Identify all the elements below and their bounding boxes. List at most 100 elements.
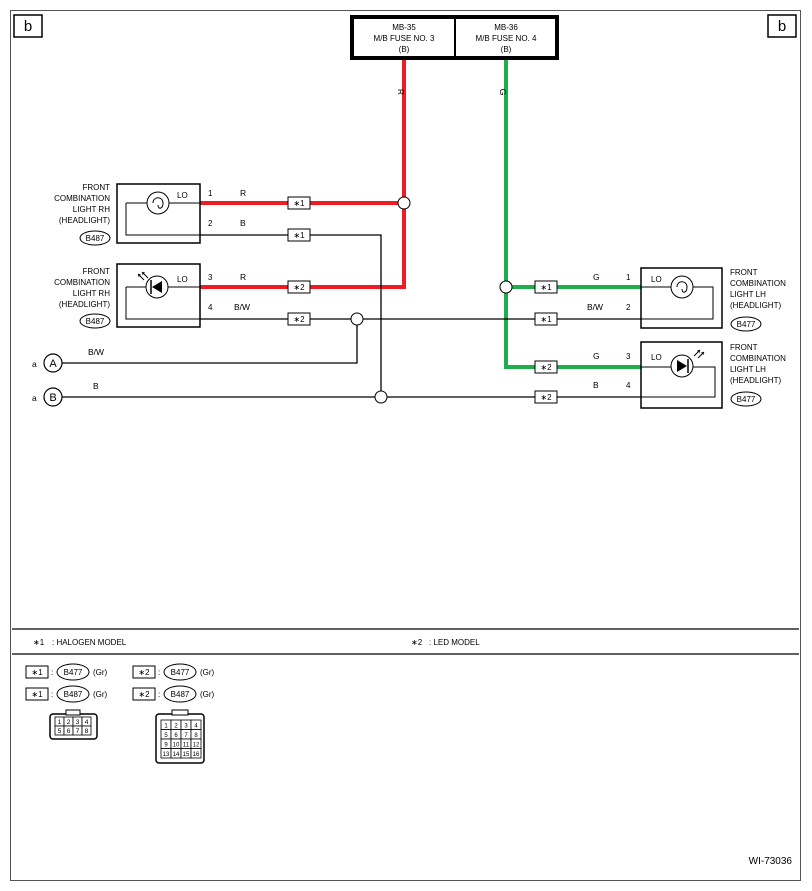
bulb-icon [670,275,694,299]
svg-text:LIGHT RH: LIGHT RH [73,205,110,214]
green-wire-group [504,60,641,369]
svg-text:∗1: ∗1 [540,315,552,324]
fuse-box: MB-35 M/B FUSE NO. 3 (B) MB-36 M/B FUSE … [350,15,559,60]
pin-rh-1: 1 [208,189,213,198]
connector-pin-number: 6 [174,733,178,739]
svg-text::: : [51,690,53,699]
svg-text:B477: B477 [64,668,83,677]
page-frame [10,10,801,881]
svg-text:∗2: ∗2 [540,393,552,402]
red-wire-group [200,60,406,289]
junction-green [499,280,513,294]
fuse-mb36-id: MB-36 [494,23,518,32]
connector-pin-number: 3 [76,719,80,726]
connector-pin-number: 4 [194,724,198,730]
svg-text:(HEADLIGHT): (HEADLIGHT) [59,300,110,309]
svg-text:COMBINATION: COMBINATION [54,278,110,287]
pin-lh-2: 2 [626,303,631,312]
terminal-a: a A [32,353,63,373]
wire-label-lh-pin4: B [593,380,599,390]
svg-text:B477: B477 [171,668,190,677]
svg-text:(Gr): (Gr) [93,690,108,699]
junction-bw [350,312,364,326]
wire-markers: ∗1 ∗1 ∗2 ∗2 ∗1 ∗1 ∗2 ∗2 [287,196,558,404]
wire-label-lh-pin1: G [593,272,600,282]
lh-led-lo-label: LO [651,353,662,362]
svg-text:LIGHT RH: LIGHT RH [73,289,110,298]
marker-rh-pin1: ∗1 [287,196,311,210]
svg-text:FRONT: FRONT [82,183,110,192]
connector-pin-number: 4 [85,719,89,726]
connector-pin-number: 8 [194,733,198,739]
marker-lh-pin1: ∗1 [534,280,558,294]
connector-pin-number: 5 [164,733,168,739]
svg-text:A: A [49,358,57,370]
wire-label-r-trunk: R [396,89,406,95]
corner-marker-left: b [13,14,43,38]
svg-text:∗2: ∗2 [293,315,305,324]
fuse-mb35-id: MB-35 [392,23,416,32]
lh-component-label: FRONT COMBINATION LIGHT LH (HEADLIGHT) B… [730,268,786,332]
pin-rh-4: 4 [208,303,213,312]
fuse-mb36-connector: (B) [501,45,512,54]
corner-marker-right: b [767,14,797,38]
wire-label-rh-pin3: R [240,272,246,282]
svg-text::: : [51,668,53,677]
connector-pin-number: 8 [85,728,89,735]
connector-pin-number: 5 [58,728,62,735]
svg-text:a: a [32,393,37,403]
connector-pin-number: 1 [58,719,62,726]
svg-text:∗2: ∗2 [138,668,150,677]
fuse-mb35-name: M/B FUSE NO. 3 [374,34,435,43]
wire-label-rh-pin2: B [240,218,246,228]
pin-lh-1: 1 [626,273,631,282]
svg-text:(Gr): (Gr) [93,668,108,677]
svg-text:(HEADLIGHT): (HEADLIGHT) [730,376,781,385]
lh-led-connector-b477: B477 [737,395,756,404]
pin-lh-3: 3 [626,352,631,361]
connector-pin-number: 10 [173,743,180,749]
junction-red [397,196,411,210]
connector-pin-cell [81,725,92,736]
legend-led-marker: ∗2 [411,638,423,647]
corner-marker-right-label: b [778,18,786,35]
lh-lo-label: LO [651,275,662,284]
terminal-b: a B [32,387,63,407]
connector-pin-number: 2 [174,724,178,730]
marker-rh-pin3: ∗2 [287,280,311,294]
legend-halogen-label: : HALOGEN MODEL [52,638,127,647]
wire-label-rh-pin1: R [240,188,246,198]
rh-led-connector-b487: B487 [86,317,105,326]
svg-text:COMBINATION: COMBINATION [730,354,786,363]
svg-text:(Gr): (Gr) [200,690,215,699]
svg-text:B: B [49,392,56,404]
svg-text:a: a [32,359,37,369]
svg-text:∗2: ∗2 [540,363,552,372]
marker-lh-pin2: ∗1 [534,312,558,326]
rh-led-headlight: LO [116,263,201,328]
marker-lh-pin4: ∗2 [534,390,558,404]
svg-text::: : [158,668,160,677]
bulb-icon [146,191,170,215]
svg-text:(HEADLIGHT): (HEADLIGHT) [59,216,110,225]
wire-label-lh-pin2: B/W [587,302,603,312]
fuse-mb36-name: M/B FUSE NO. 4 [476,34,537,43]
marker-rh-pin2: ∗1 [287,228,311,242]
svg-text:∗1: ∗1 [293,199,305,208]
rh-led-lo-label: LO [177,275,188,284]
connector-pin-cell [190,748,202,759]
rh-connector-b487: B487 [86,234,105,243]
legend-halogen-marker: ∗1 [33,638,45,647]
svg-text:∗2: ∗2 [138,690,150,699]
pin-lh-4: 4 [626,381,631,390]
black-wire-bw-to-a [62,319,358,364]
wire-label-a-bw: B/W [88,347,104,357]
connector-pin-number: 14 [173,752,180,758]
rh-halogen-headlight: LO [116,183,201,244]
connector-pin-number: 7 [184,733,188,739]
connector-pin-number: 16 [193,752,200,758]
svg-text:∗1: ∗1 [31,668,43,677]
svg-text:LIGHT LH: LIGHT LH [730,290,766,299]
